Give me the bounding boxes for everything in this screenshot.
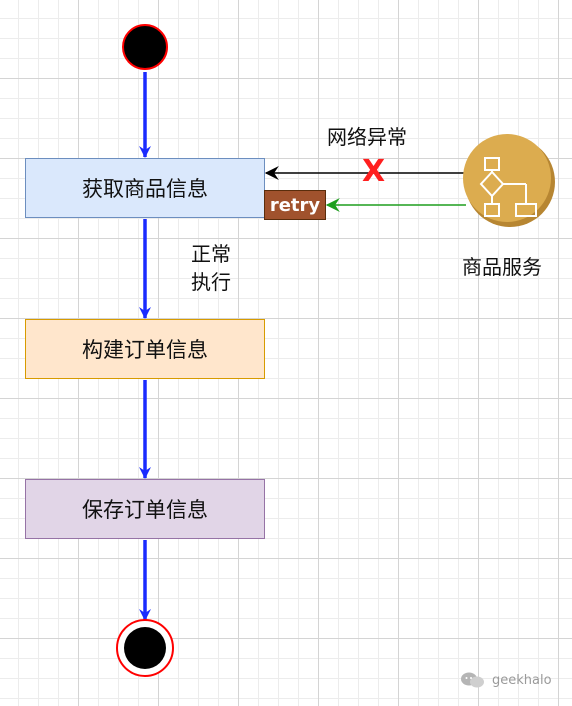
watermark: geekhalo (460, 671, 552, 689)
end-node (124, 627, 166, 669)
network-error-label: 网络异常 (327, 125, 407, 149)
node-save-order-info: 保存订单信息 (25, 479, 265, 539)
node-save-label: 保存订单信息 (82, 498, 208, 522)
normal-execution-label: 正常 执行 (191, 240, 231, 296)
service-node (463, 134, 555, 227)
wechat-icon (461, 672, 484, 688)
node-fetch-label: 获取商品信息 (82, 177, 208, 201)
retry-label: retry (269, 194, 321, 216)
node-build-order-info: 构建订单信息 (25, 319, 265, 379)
watermark-text: geekhalo (492, 672, 552, 688)
product-service-label: 商品服务 (462, 255, 542, 279)
node-build-label: 构建订单信息 (82, 338, 208, 362)
retry-tag: retry (264, 190, 326, 220)
failure-x-mark: X (362, 154, 386, 189)
node-fetch-product-info: 获取商品信息 (25, 158, 265, 218)
normal-label-line2: 执行 (191, 270, 231, 294)
start-node (122, 24, 168, 70)
normal-label-line1: 正常 (191, 242, 231, 266)
flowchart-icon (479, 157, 537, 217)
